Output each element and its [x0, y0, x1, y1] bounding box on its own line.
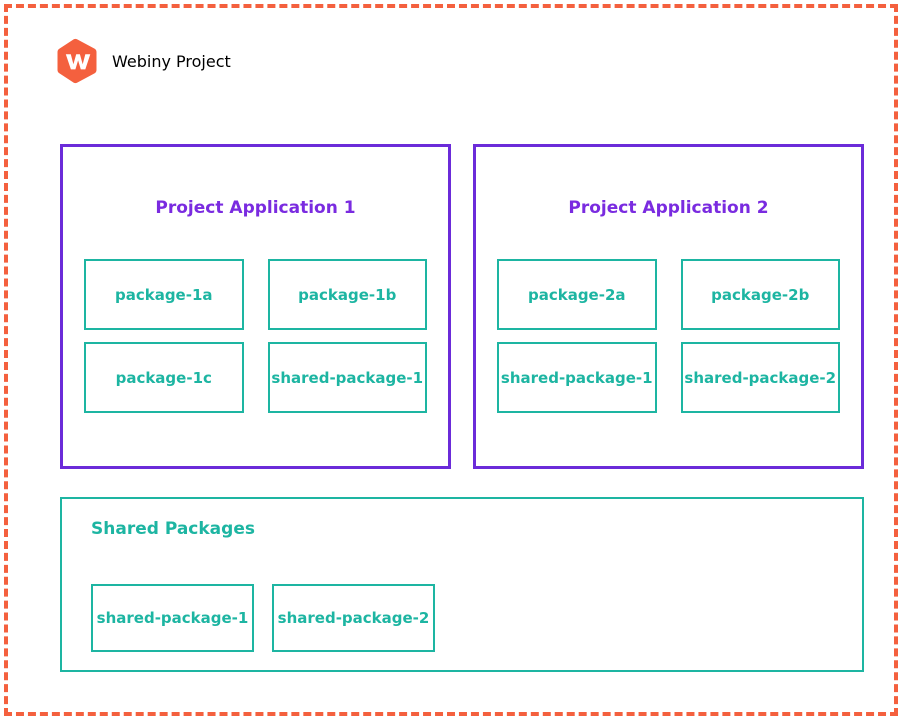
project-application-2-title: Project Application 2: [568, 198, 769, 218]
project-application-2-package-grid: package-2a package-2b shared-package-1 s…: [497, 259, 840, 413]
project-application-1-container: Project Application 1 package-1a package…: [60, 144, 451, 469]
webiny-hexagon-logo-icon: [57, 38, 97, 84]
package-box[interactable]: package-1c: [84, 342, 244, 413]
project-application-2-container: Project Application 2 package-2a package…: [473, 144, 864, 469]
package-box[interactable]: package-2b: [680, 259, 840, 330]
shared-packages-container: Shared Packages shared-package-1 shared-…: [60, 497, 864, 672]
project-boundary: Webiny Project Project Application 1 pac…: [4, 4, 898, 716]
package-box[interactable]: shared-package-1: [267, 342, 427, 413]
shared-packages-grid: shared-package-1 shared-package-2: [91, 584, 435, 652]
package-box[interactable]: shared-package-1: [497, 342, 657, 413]
package-box[interactable]: package-1a: [84, 259, 244, 330]
package-box[interactable]: package-1b: [267, 259, 427, 330]
package-box[interactable]: shared-package-2: [272, 584, 435, 652]
project-application-1-title: Project Application 1: [155, 198, 356, 218]
package-box[interactable]: package-2a: [497, 259, 657, 330]
package-box[interactable]: shared-package-2: [680, 342, 840, 413]
package-box[interactable]: shared-package-1: [91, 584, 254, 652]
page-title: Webiny Project: [112, 51, 231, 71]
project-header: Webiny Project: [56, 38, 231, 84]
project-application-1-package-grid: package-1a package-1b package-1c shared-…: [84, 259, 427, 413]
shared-packages-title: Shared Packages: [91, 519, 255, 539]
